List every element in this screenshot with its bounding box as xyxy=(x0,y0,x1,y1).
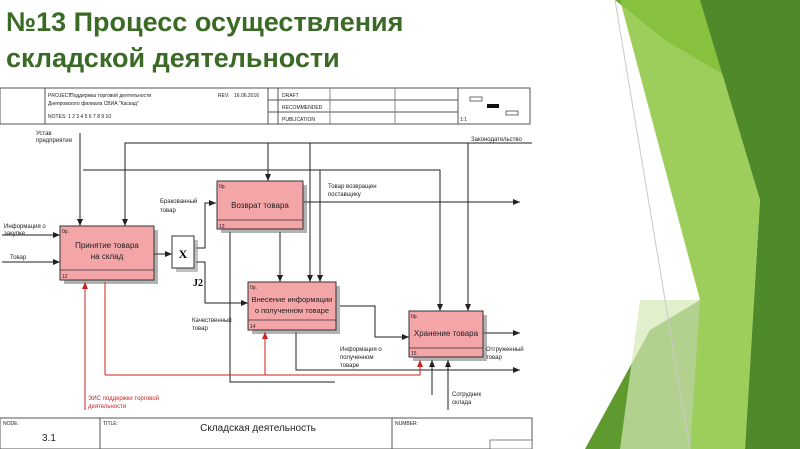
junction-x xyxy=(171,235,198,272)
mechanism-arrows xyxy=(82,282,423,410)
legend-box-2 xyxy=(487,104,499,108)
label-staff-2: склада xyxy=(452,400,472,406)
label-received-info-3: товаре xyxy=(340,363,360,369)
label-received-info-2: полученном xyxy=(340,355,374,361)
label-received-info-1: Информация о xyxy=(340,347,382,353)
header-status-draft: DRAFT xyxy=(282,93,299,99)
arrow-eis-store xyxy=(105,360,423,376)
box-record-label2: о полученном товаре xyxy=(255,306,329,315)
footer-node-value: 3.1 xyxy=(42,433,56,444)
box-accept-goods[interactable] xyxy=(59,225,158,284)
box-record-num: 14 xyxy=(250,324,256,330)
box-store-cost: 0р. xyxy=(411,314,418,320)
arrow-law-accept xyxy=(122,142,532,226)
label-defective-1: Бракованный xyxy=(160,198,197,205)
label-purchase-info-2: закупке xyxy=(4,231,26,237)
box-record-label1: Внесение информации xyxy=(252,295,333,304)
footer-title-value: Складская деятельность xyxy=(200,423,316,434)
footer-number-label: NUMBER: xyxy=(395,421,418,427)
header-project-value: Поддержка торговой деятельности xyxy=(70,92,151,99)
junction-symbol: X xyxy=(179,247,188,261)
label-purchase-info-1: Информация о xyxy=(4,224,46,230)
label-eis-2: деятельности xyxy=(88,404,126,410)
label-goods: Товар xyxy=(10,255,27,261)
box-return-label1: Возврат товара xyxy=(231,201,289,210)
header-project-label: PROJECT: xyxy=(48,93,72,99)
footer-title-label: TITLE: xyxy=(103,421,118,427)
header-notes: NOTES: 1 2 3 4 5 6 7 8 9 10 xyxy=(48,114,111,120)
label-quality-2: товар xyxy=(192,326,208,332)
label-returned-2: поставщику xyxy=(328,192,361,198)
header-status-publication: PUBLICATION xyxy=(282,117,315,123)
label-returned-1: Товар возвращен xyxy=(328,184,377,190)
footer-frame xyxy=(0,417,533,449)
header-status-recommended: RECOMMENDED xyxy=(282,105,323,111)
footer-node-label: NODE: xyxy=(3,421,19,427)
header-rev-value: 16.06.2016 xyxy=(234,93,259,99)
box-accept-num: 12 xyxy=(62,274,68,280)
label-defective-2: товар xyxy=(160,208,176,214)
box-accept-label2: на склад xyxy=(91,252,124,261)
box-record-cost: 0р. xyxy=(250,285,257,291)
arrow-received-info xyxy=(295,332,520,373)
junction-label: J2 xyxy=(193,278,203,289)
arrow-feedback xyxy=(83,169,443,311)
label-quality-1: Качественный xyxy=(192,317,232,324)
header-frame xyxy=(0,87,531,125)
label-shipped-2: товар xyxy=(486,355,502,361)
arrows xyxy=(2,133,532,410)
box-store-num: 15 xyxy=(411,351,417,357)
box-return-goods[interactable] xyxy=(216,180,307,233)
slide-title-line2: складской деятельности xyxy=(6,43,340,73)
box-store-label1: Хранение товара xyxy=(414,329,479,338)
box-accept-cost: 0р. xyxy=(62,229,69,235)
label-shipped-1: Отгруженный xyxy=(486,346,524,353)
label-charter-2: предприятия xyxy=(36,138,72,144)
label-eis-1: ЭИС поддержки торговой xyxy=(88,395,159,402)
arrow-quality xyxy=(196,261,248,306)
label-charter-1: Устав xyxy=(36,131,52,137)
label-staff-1: Сотрудник xyxy=(452,392,482,398)
label-law: Законодательство xyxy=(471,137,523,143)
box-record-info[interactable] xyxy=(247,281,340,334)
box-store-goods[interactable] xyxy=(408,310,487,361)
arrow-return-loop xyxy=(229,232,335,383)
slide-title: №13 Процесс осуществления складской деят… xyxy=(6,4,586,76)
legend-box-1 xyxy=(469,96,483,102)
arrow-defective xyxy=(196,200,216,249)
slide-title-line1: №13 Процесс осуществления xyxy=(6,7,404,37)
arrow-record-store xyxy=(340,305,409,340)
legend-box-3 xyxy=(505,110,519,116)
header-scale: 1:1 xyxy=(460,117,467,123)
box-return-num: 13 xyxy=(219,224,225,230)
box-return-cost: 0р. xyxy=(219,184,226,190)
box-accept-label1: Принятие товара xyxy=(75,241,139,250)
header-rev-label: REV: xyxy=(218,93,229,99)
header-project-value2: Днепровского филиала СВИА "Каскад" xyxy=(48,101,139,107)
